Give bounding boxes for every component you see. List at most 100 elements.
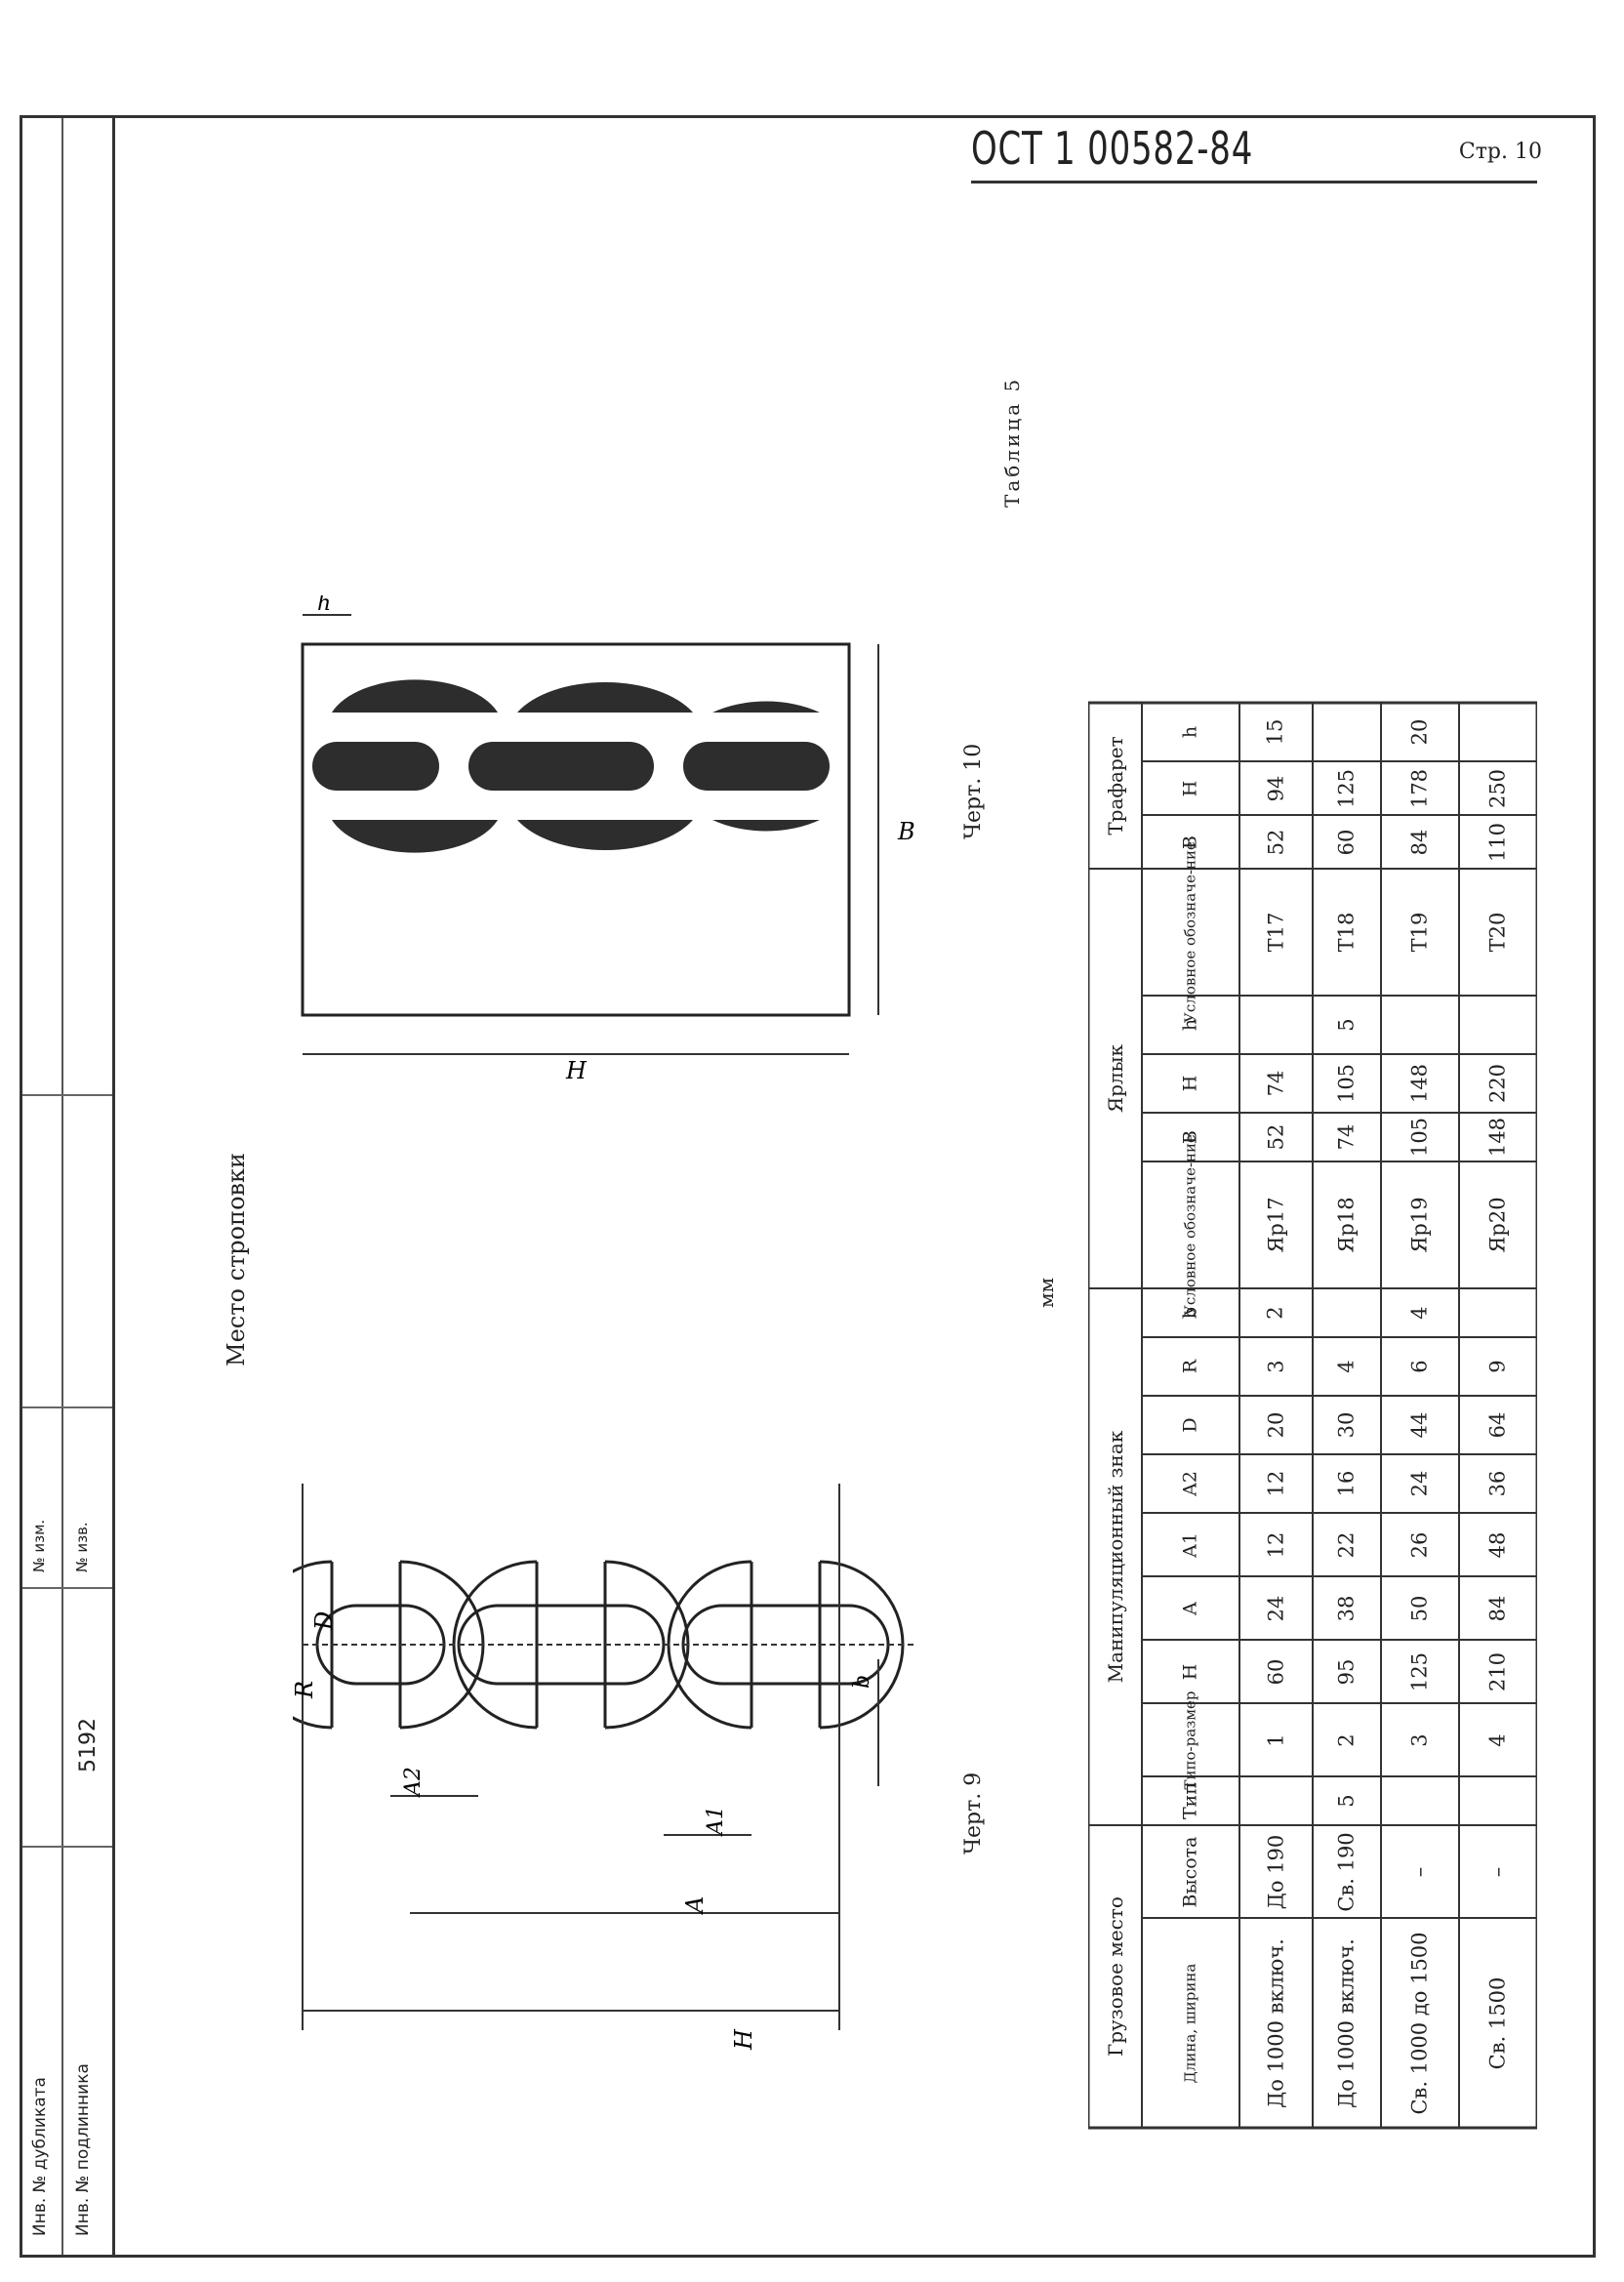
duplicate-label: Инв. № дубликата bbox=[30, 2077, 50, 2236]
units-label: мм bbox=[1035, 1277, 1058, 1308]
stencil-h-label: h bbox=[317, 595, 331, 616]
column-header: H bbox=[1179, 1663, 1201, 1680]
table-cell: Св. 190 bbox=[1334, 1831, 1359, 1912]
table-cell: 110 bbox=[1485, 822, 1510, 862]
table-cell: 4 bbox=[1485, 1732, 1510, 1747]
table-cell: 44 bbox=[1407, 1411, 1432, 1439]
table-cell: 24 bbox=[1407, 1470, 1432, 1497]
table-cell: 3 bbox=[1264, 1360, 1287, 1373]
column-header: A bbox=[1179, 1601, 1201, 1615]
column-header: Высота bbox=[1179, 1835, 1201, 1908]
table-cell: Т18 bbox=[1334, 912, 1359, 953]
original-number: 5192 bbox=[76, 1718, 101, 1773]
merged-stencil-h-cell: 20 bbox=[1407, 718, 1432, 746]
column-header: B bbox=[1179, 835, 1201, 849]
group-header: Манипуляционный знак bbox=[1104, 1430, 1127, 1684]
table-cell: Яр17 bbox=[1264, 1197, 1287, 1253]
column-header: Условное обозначе-ние bbox=[1181, 841, 1199, 1023]
table-cell: 48 bbox=[1485, 1531, 1510, 1558]
table-cell: До 1000 включ. bbox=[1334, 1937, 1359, 2108]
table-cell: 36 bbox=[1485, 1470, 1510, 1497]
table-cell: До 1000 включ. bbox=[1264, 1937, 1287, 2108]
table-cell: 94 bbox=[1264, 775, 1287, 801]
table-cell: 84 bbox=[1407, 829, 1432, 855]
table-cell: Яр18 bbox=[1334, 1197, 1359, 1253]
table-cell: Т19 bbox=[1407, 912, 1432, 953]
table-cell: 2 bbox=[1334, 1732, 1359, 1747]
table-cell: 1 bbox=[1264, 1732, 1287, 1747]
table-cell: 125 bbox=[1407, 1651, 1432, 1691]
figure-10-caption: Черт. 10 bbox=[961, 743, 986, 839]
table-cell: 105 bbox=[1334, 1063, 1359, 1104]
table-cell: 52 bbox=[1264, 1123, 1287, 1151]
table-cell: 4 bbox=[1334, 1360, 1359, 1373]
header-rule bbox=[971, 181, 1537, 183]
merged-stencil-h-cell: 15 bbox=[1263, 718, 1287, 746]
column-header: A1 bbox=[1179, 1531, 1201, 1558]
page-header: ОСТ 1 00582-84 Стр. 10 bbox=[971, 122, 1542, 183]
dim-b-label: b bbox=[850, 1675, 874, 1689]
table-cell: Т20 bbox=[1485, 912, 1510, 953]
column-header: H bbox=[1179, 1075, 1201, 1092]
table-cell: 178 bbox=[1407, 768, 1432, 808]
table-cell: 50 bbox=[1407, 1595, 1432, 1621]
figure-10-drawing: H B h bbox=[301, 595, 915, 1083]
dim-H-label: H bbox=[730, 2028, 757, 2051]
table-cell: 26 bbox=[1407, 1531, 1432, 1558]
page-number: Стр. 10 bbox=[1458, 140, 1542, 164]
table-cell: 6 bbox=[1407, 1360, 1432, 1373]
column-header: Типо-размер bbox=[1181, 1691, 1199, 1789]
page-frame bbox=[112, 115, 1596, 2258]
column-header: h bbox=[1179, 725, 1201, 739]
table-cell: 60 bbox=[1264, 1658, 1287, 1685]
stencil-H-label: H bbox=[565, 1057, 588, 1083]
table-grid bbox=[1088, 701, 1537, 2130]
table-title: Таблица 5 bbox=[1000, 376, 1024, 508]
table-cell: 74 bbox=[1334, 1123, 1359, 1151]
merged-label-h-cell: 5 bbox=[1334, 1018, 1359, 1032]
table-cell: 74 bbox=[1264, 1070, 1287, 1097]
original-label: Инв. № подлинника bbox=[73, 2063, 93, 2236]
table-cell: 38 bbox=[1334, 1595, 1359, 1621]
table-cell: 9 bbox=[1485, 1360, 1510, 1373]
table-cell: 30 bbox=[1334, 1411, 1359, 1439]
change-no-label: № изм. bbox=[30, 1519, 48, 1572]
table-cell: До 190 bbox=[1264, 1834, 1287, 1909]
table-cell: 16 bbox=[1334, 1470, 1359, 1497]
table-cell: 148 bbox=[1407, 1063, 1432, 1104]
table-cell: 210 bbox=[1485, 1651, 1510, 1691]
table-cell: 12 bbox=[1264, 1470, 1287, 1497]
notice-no-label: № изв. bbox=[73, 1522, 91, 1572]
dim-R-label: R bbox=[293, 1681, 318, 1699]
table-cell: 22 bbox=[1334, 1531, 1359, 1558]
table-cell: Яр20 bbox=[1485, 1197, 1510, 1253]
column-header: B bbox=[1179, 1130, 1201, 1144]
table-cell: 105 bbox=[1407, 1117, 1432, 1158]
dim-D-label: D bbox=[310, 1611, 338, 1631]
column-header: Условное обозначе-ние bbox=[1181, 1134, 1199, 1316]
table-cell: – bbox=[1485, 1866, 1510, 1877]
group-header: Ярлык bbox=[1104, 1043, 1127, 1114]
merged-b-cell: 2 bbox=[1263, 1306, 1287, 1320]
dim-A2-label: A2 bbox=[401, 1767, 426, 1798]
table-cell: 52 bbox=[1264, 829, 1287, 855]
table-cell: 95 bbox=[1334, 1658, 1359, 1685]
column-header: D bbox=[1179, 1417, 1201, 1433]
table-cell: 220 bbox=[1485, 1063, 1510, 1104]
stencil-B-label: B bbox=[897, 818, 915, 845]
table-cell: Т17 bbox=[1264, 912, 1287, 953]
archive-stub: Инв. № дубликата Инв. № подлинника 5192 … bbox=[20, 115, 115, 2258]
figure-9-drawing: D R H A A1 A2 b bbox=[293, 1484, 917, 2051]
table-cell: 148 bbox=[1485, 1117, 1510, 1158]
column-header: A2 bbox=[1179, 1471, 1201, 1496]
dim-A-label: A bbox=[681, 1896, 709, 1915]
table-cell: 3 bbox=[1407, 1732, 1432, 1747]
table-cell: 60 bbox=[1334, 829, 1359, 855]
table-cell: Св. 1500 bbox=[1485, 1976, 1510, 2069]
table-cell: – bbox=[1407, 1866, 1432, 1877]
dim-A1-label: A1 bbox=[704, 1806, 728, 1837]
standard-number: ОСТ 1 00582-84 bbox=[971, 122, 1254, 175]
group-header: Трафарет bbox=[1104, 736, 1127, 835]
table-cell: 250 bbox=[1485, 768, 1510, 808]
